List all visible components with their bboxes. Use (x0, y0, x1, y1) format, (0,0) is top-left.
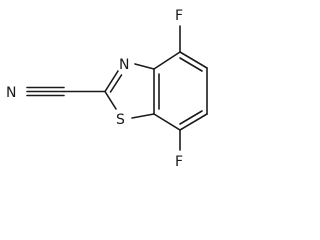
c4-c5-bond (179, 51, 208, 69)
c2-n3-double-bond (109, 74, 123, 93)
c7-c7a-bond (153, 113, 181, 131)
atom-label-sulfur-ring: S (116, 112, 125, 128)
c2-s1-bond (104, 90, 117, 110)
s1-c7a-bond (131, 113, 155, 119)
c3a-c4-bond (153, 51, 181, 70)
n3-c3a-bond (134, 63, 155, 70)
atom-label-nitrogen-nitrile: N (6, 85, 16, 101)
atom-label-fluorine-top: F (175, 8, 183, 24)
c6-c7-double-bond (179, 110, 203, 125)
c4-c5-double-bond (179, 57, 203, 72)
c2-n3-bond (104, 70, 119, 93)
bond-lines (26, 25, 208, 151)
c6-c7-bond (179, 113, 208, 131)
atom-label-nitrogen-ring: N (119, 57, 129, 73)
atom-label-fluorine-bottom: F (175, 154, 183, 170)
chemical-structure: F N N S F (6, 8, 208, 170)
